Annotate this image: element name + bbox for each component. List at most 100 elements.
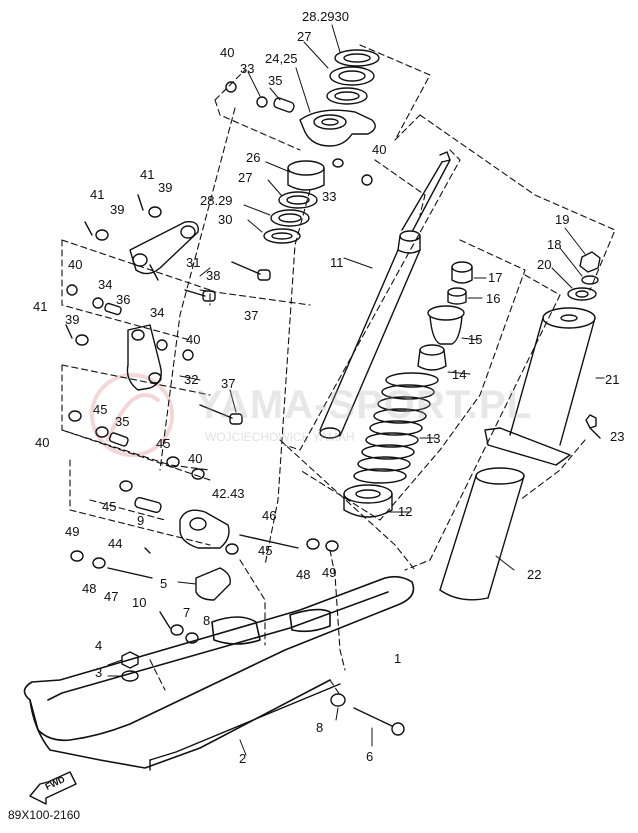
callout-30-mid: 30 [218, 212, 233, 227]
part-13-coil-spring [353, 372, 439, 484]
callout-32: 32 [184, 372, 199, 387]
part-16-collar [447, 287, 467, 305]
callout-40-c: 40 [68, 257, 83, 272]
part-27-ring [278, 191, 318, 209]
part-9-sleeve [119, 480, 162, 513]
callout-7: 7 [183, 605, 191, 620]
callout-42-43: 42.43 [212, 486, 245, 501]
assembly-guide-lines [61, 44, 616, 696]
part-20-washer [567, 287, 597, 301]
callout-31: 31 [186, 255, 201, 270]
callout-45-d: 45 [258, 543, 273, 558]
callout-14: 14 [452, 367, 467, 382]
part-2-wear-bar [149, 683, 341, 771]
callout-27-top: 27 [297, 29, 312, 44]
callout-41-a: 41 [140, 167, 155, 182]
callout-37-b: 37 [221, 376, 236, 391]
fwd-arrow-icon [29, 771, 77, 805]
part-28-race [326, 87, 368, 105]
callout-41-c: 41 [33, 299, 48, 314]
callout-10: 10 [132, 595, 147, 610]
part-1-ski [23, 575, 415, 769]
part-41-cotter-pin [65, 194, 144, 339]
part-47-bolt [107, 567, 153, 579]
callout-36: 36 [116, 292, 131, 307]
part-46-bolt [239, 534, 299, 549]
part-45-48-49-nuts [70, 538, 339, 569]
callout-26: 26 [246, 150, 261, 165]
callout-3: 3 [95, 665, 103, 680]
callout-5: 5 [160, 576, 168, 591]
callout-1: 1 [394, 651, 402, 666]
callout-19: 19 [555, 212, 570, 227]
callout-8-b: 8 [316, 720, 324, 735]
callout-44: 44 [108, 536, 123, 551]
part-6-bolt [353, 707, 405, 736]
part-34-36-bushings [66, 284, 194, 361]
part-23-bolt [585, 414, 601, 439]
callout-15: 15 [468, 332, 483, 347]
part-14-seat [417, 344, 447, 371]
part-21-shock-cover [484, 307, 596, 466]
part-15-bump-rubber [427, 305, 465, 345]
part-19-nut [579, 251, 601, 273]
part-18-washer [581, 275, 599, 285]
callout-13: 13 [426, 431, 441, 446]
callout-18: 18 [547, 237, 562, 252]
callout-39-b: 39 [110, 202, 125, 217]
callout-28-29-30: 28.2930 [302, 9, 349, 24]
callout-17: 17 [488, 270, 503, 285]
part-30-washer [334, 49, 380, 67]
callout-40-a: 40 [220, 45, 235, 60]
callout-21: 21 [605, 372, 620, 387]
part-29-bearing [329, 66, 375, 86]
callout-20: 20 [537, 257, 552, 272]
part-30-washer-lower [263, 228, 301, 244]
callout-39-c: 39 [65, 312, 80, 327]
callout-12: 12 [398, 504, 413, 519]
part-33-bushing [256, 96, 344, 168]
callout-24-25: 24,25 [265, 51, 298, 66]
callout-47: 47 [104, 589, 119, 604]
part-32-pitman-arm [126, 324, 162, 391]
callout-40-d: 40 [186, 332, 201, 347]
callout-35-a: 35 [268, 73, 283, 88]
callout-48-a: 48 [296, 567, 311, 582]
watermark-text: YAMA-SPORT.PL [196, 383, 533, 427]
callout-45-b: 45 [156, 436, 171, 451]
callout-49-b: 49 [322, 565, 337, 580]
part-39-nut [75, 206, 162, 346]
part-22-inner-tube [439, 467, 525, 601]
callout-22: 22 [527, 567, 542, 582]
callout-9: 9 [137, 513, 145, 528]
part-42-43-knuckle [179, 509, 230, 549]
callout-45-a: 45 [93, 402, 108, 417]
part-8-washer-lower [330, 693, 346, 707]
callout-8-a: 8 [203, 613, 211, 628]
callout-6: 6 [366, 749, 374, 764]
callout-37-a: 37 [244, 308, 259, 323]
callout-40-e: 40 [35, 435, 50, 450]
callout-27-mid: 27 [238, 170, 253, 185]
part-10-7-8-fasteners [159, 611, 199, 644]
callout-46: 46 [262, 508, 277, 523]
watermark-subtext: WOJCIECHOWICE YAMAH [205, 430, 355, 444]
callout-28-29-mid: 28.29 [200, 193, 233, 208]
part-26-collar [287, 160, 325, 191]
callout-48-b: 48 [82, 581, 97, 596]
callout-33-a: 33 [240, 61, 255, 76]
part-28-29-bearing [270, 209, 310, 227]
callout-38: 38 [206, 268, 221, 283]
callout-49-a: 49 [65, 524, 80, 539]
callout-4: 4 [95, 638, 103, 653]
callout-39-a: 39 [158, 180, 173, 195]
callout-45-c: 45 [102, 499, 117, 514]
callout-2: 2 [239, 751, 247, 766]
callout-23: 23 [610, 429, 625, 444]
part-11-spindle [319, 151, 451, 439]
part-17-stopper [451, 261, 473, 284]
part-3-washer [121, 670, 139, 682]
callout-34-b: 34 [150, 305, 165, 320]
callout-35-b: 35 [115, 414, 130, 429]
